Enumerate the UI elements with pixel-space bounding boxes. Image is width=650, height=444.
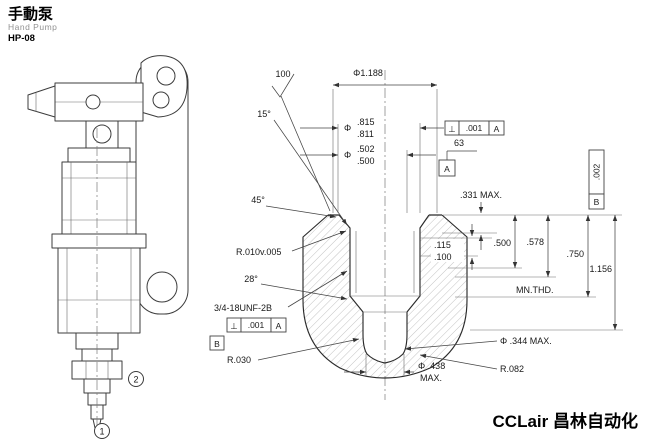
dia-502-phi: Φ (344, 150, 351, 160)
angle-45-value: 45° (251, 195, 265, 205)
fcf-top-symbol: ⊥ (448, 124, 456, 134)
dim-surface-finish-63: 63 (446, 138, 477, 160)
dia-438-value: Φ .438 (418, 361, 445, 371)
radius-030-value: R.030 (227, 355, 251, 365)
reservoir-detail-lines (58, 248, 140, 333)
clevis-pin (92, 124, 112, 144)
fcf-thread-tolerance: .001 (248, 320, 265, 330)
section-cavity-profile (338, 214, 430, 364)
dim-spotface-diameter: Φ1.188 (332, 68, 438, 213)
title-block: 手動泵 Hand Pump HP-08 (8, 6, 57, 45)
dim-angle-15: 15° (257, 109, 348, 226)
angle-15-value: 15° (257, 109, 271, 119)
dia-502-lower: .500 (357, 156, 375, 166)
fcf-side-datum: B (594, 197, 600, 207)
dim-depth-115-100: .115 .100 (431, 224, 475, 270)
depth-578-value: .578 (526, 237, 544, 247)
callout-2: 2 (128, 371, 144, 387)
dim-depth-331-max: .331 MAX. (442, 190, 502, 250)
thread-spec-value: 3/4-18UNF-2B (214, 303, 272, 313)
spotface-dia-value: Φ1.188 (353, 68, 383, 78)
dia-815-upper: .815 (357, 117, 375, 127)
dim-angle-28: 28° (244, 274, 348, 301)
dim-depth-1156: 1.156 (589, 215, 618, 330)
cylinder-detail-lines (62, 162, 136, 234)
depth-100-value: .100 (434, 252, 452, 262)
surface-finish-icon (271, 73, 295, 98)
callout-2-label: 2 (133, 375, 138, 385)
brand-logo: CCLair 昌林自动化 (492, 412, 638, 431)
datum-b-label: B (214, 339, 220, 349)
section-hatch-left (303, 215, 385, 378)
angle-28-value: 28° (244, 274, 258, 284)
dia-438-max-label: MAX. (420, 373, 442, 383)
hand-pump-side-view: 2 1 (27, 55, 189, 439)
dia-344-value: Φ .344 MAX. (500, 336, 552, 346)
dia-815-phi: Φ (344, 123, 351, 133)
dia-815-lower: .811 (357, 129, 374, 139)
fcf-thread-symbol: ⊥ (230, 321, 238, 331)
callout-1-label: 1 (99, 427, 104, 437)
min-thread-note: MN.THD. (516, 285, 554, 295)
dim-radius-082: R.082 (419, 353, 524, 374)
fcf-thread-datum: A (276, 321, 282, 331)
radius-010-value: R.010v.005 (236, 247, 281, 257)
thread-detail-lines (350, 231, 420, 313)
depth-extension-lines (443, 214, 623, 331)
depth-331-value: .331 MAX. (460, 190, 502, 200)
cylinder-body (61, 161, 137, 235)
dim-dia-344-max: Φ .344 MAX. (404, 336, 552, 351)
dim-depth-578: .578 (526, 215, 551, 277)
dim-surface-finish-100: 100 (271, 69, 331, 212)
callout-1: 1 (94, 423, 110, 439)
fcf-top-datum: A (494, 124, 500, 134)
port-section-view: 100 Φ1.188 15° Φ .815 .811 (209, 68, 623, 400)
finish-100-value: 100 (275, 69, 290, 79)
dim-pilot-bore-diameter: Φ .502 .500 (300, 144, 436, 213)
pivot-hole-lower (152, 91, 170, 109)
depth-115-value: .115 (434, 240, 451, 250)
dim-dia-438-max: Φ .438 MAX. (344, 354, 445, 383)
dim-angle-45: 45° (251, 195, 337, 219)
fcf-top-tolerance: .001 (466, 123, 483, 133)
depth-750-value: .750 (566, 249, 584, 259)
pivot-hole-upper (156, 66, 176, 86)
dim-thread-major-diameter: Φ .815 .811 (300, 117, 444, 213)
reservoir-body (57, 247, 141, 334)
product-title-cn: 手動泵 (8, 6, 54, 23)
fcf-side-tolerance: .002 (592, 163, 602, 180)
handle-socket (27, 85, 56, 118)
backplate-hole (146, 271, 178, 303)
dim-depth-500: .500 (493, 215, 518, 268)
depth-1156-value: 1.156 (589, 264, 612, 274)
radius-082-value: R.082 (500, 364, 524, 374)
dim-thread-spec: 3/4-18UNF-2B (214, 270, 348, 313)
dim-depth-750: .750 (566, 215, 591, 297)
lever-pin (85, 94, 101, 110)
dim-radius-010: R.010v.005 (236, 230, 347, 257)
finish-63-value: 63 (454, 138, 464, 148)
datum-a-flag: A (438, 159, 456, 177)
product-model: HP-08 (8, 33, 35, 45)
datum-a-label: A (444, 164, 450, 174)
product-title-en: Hand Pump (8, 22, 58, 33)
dim-radius-030: R.030 (227, 338, 360, 365)
fcf-top: ⊥ .001 A (444, 120, 505, 136)
cylinder-cap (67, 147, 131, 163)
fcf-thread: ⊥ .001 A (226, 317, 287, 333)
depth-500-value: .500 (493, 238, 511, 248)
lever-pivot-lobe (140, 55, 188, 118)
fcf-side: .002 B (588, 149, 605, 210)
dia-502-upper: .502 (357, 144, 375, 154)
datum-b-flag: B (209, 335, 225, 351)
body-flange (51, 233, 147, 249)
